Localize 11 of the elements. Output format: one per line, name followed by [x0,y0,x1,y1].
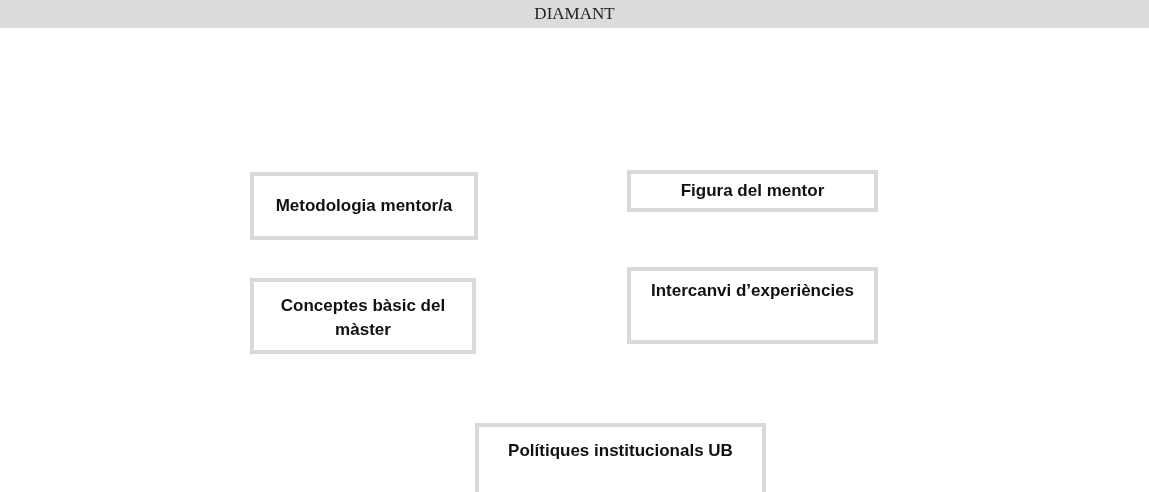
topic-label: Figura del mentor [680,180,825,202]
topic-box [250,278,476,354]
title-bar: DIAMANT [0,0,1149,28]
topic-label: Conceptes bàsic del màster [279,295,447,341]
topic-label: Polítiques institucionals UB [508,440,733,462]
topic-box [627,170,878,212]
topic-box [627,267,878,344]
topic-label: Metodologia mentor/a [275,195,453,217]
topic-label: Intercanvi d’experiències [650,280,855,302]
topic-box [250,172,478,240]
topic-box [475,423,766,492]
